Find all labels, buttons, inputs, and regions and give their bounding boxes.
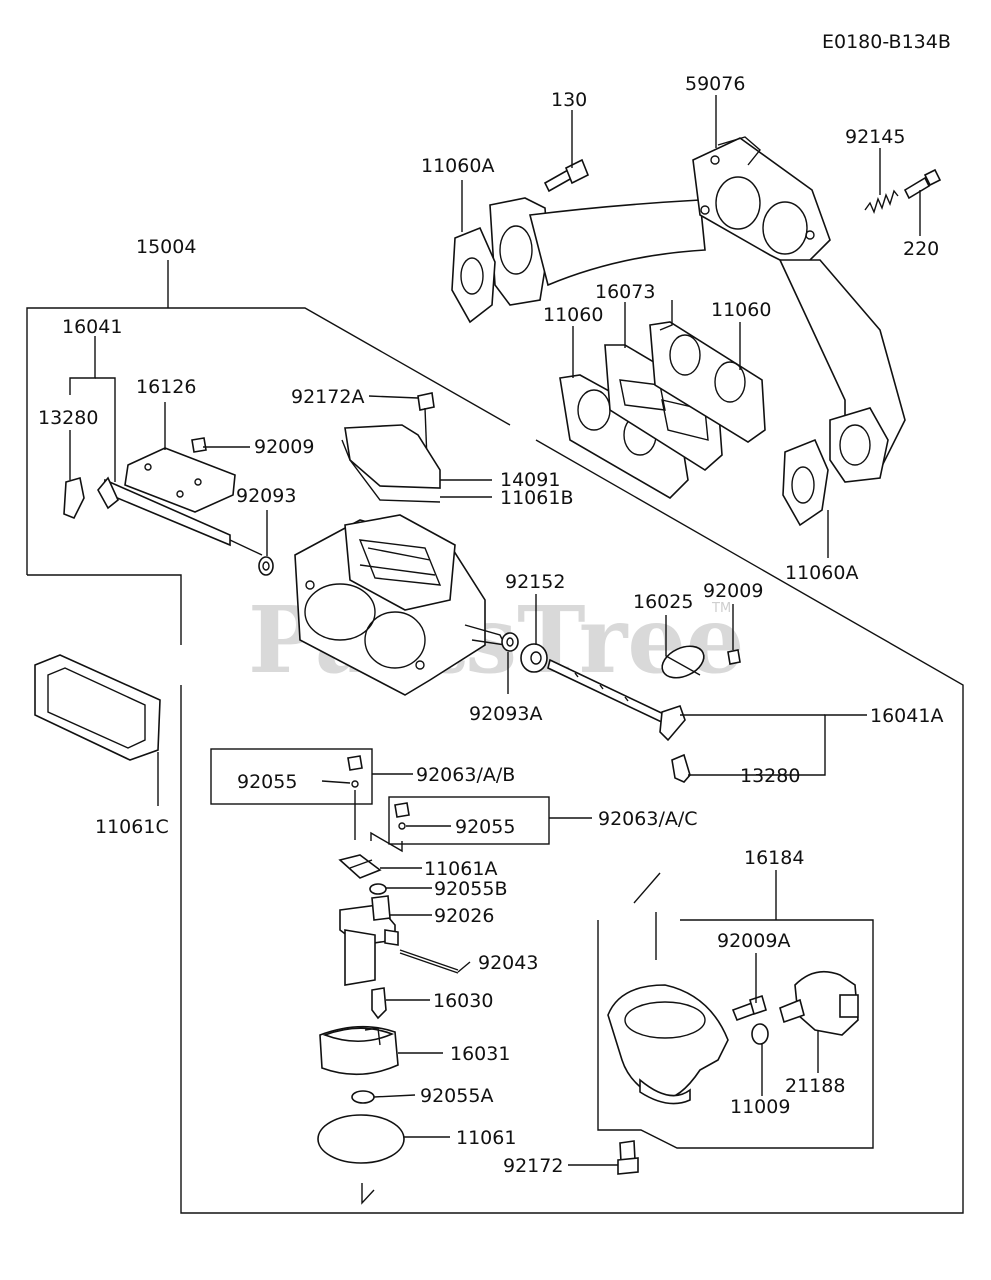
- float-16031: [319, 1025, 399, 1076]
- solenoid-21188: [779, 970, 859, 1036]
- o-ring-92055b: [369, 883, 387, 895]
- label-13280-right: 13280: [740, 765, 800, 787]
- intake-manifold: [489, 136, 906, 483]
- jet-92063-a: [347, 755, 363, 840]
- label-92093a: 92093A: [469, 703, 542, 725]
- choke-shaft-16041a: [547, 658, 686, 742]
- label-92043: 92043: [478, 952, 538, 974]
- washer-92093: [258, 556, 274, 576]
- bolt-130: [543, 158, 590, 193]
- label-16030: 16030: [433, 990, 493, 1012]
- label-15004: 15004: [136, 236, 196, 258]
- label-220: 220: [903, 238, 939, 260]
- label-11061: 11061: [456, 1127, 516, 1149]
- label-11061c: 11061C: [95, 816, 169, 838]
- label-11060a-bottom: 11060A: [785, 562, 858, 584]
- screw-220: [903, 168, 942, 200]
- label-130: 130: [551, 89, 587, 111]
- label-21188: 21188: [785, 1075, 845, 1097]
- washer-11009: [751, 1023, 769, 1045]
- label-92063-ac: 92063/A/C: [598, 808, 698, 830]
- gasket-11060-right: [649, 321, 766, 443]
- lever-13280-left: [63, 476, 85, 520]
- needle-16030: [371, 987, 387, 1020]
- label-16126: 16126: [136, 376, 196, 398]
- jet-92063-b: [394, 802, 410, 830]
- spacer-92152: [520, 643, 548, 673]
- screw-92009a: [731, 994, 767, 1022]
- label-16041: 16041: [62, 316, 122, 338]
- label-92063-ab: 92063/A/B: [416, 764, 515, 786]
- plate-14091: [341, 424, 441, 503]
- label-14091: 14091: [500, 469, 560, 491]
- label-16025: 16025: [633, 591, 693, 613]
- label-11009: 11009: [730, 1096, 790, 1118]
- label-59076: 59076: [685, 73, 745, 95]
- label-16031: 16031: [450, 1043, 510, 1065]
- gasket-11061a: [338, 854, 382, 879]
- label-92055a: 92055A: [420, 1085, 493, 1107]
- label-11060-right: 11060: [711, 299, 771, 321]
- diagram-code: E0180-B134B: [822, 31, 951, 53]
- jet-box-a: [210, 748, 373, 805]
- gasket-11060a-bottom: [782, 438, 829, 527]
- arrow-bottom: [361, 1183, 375, 1205]
- throttle-shaft-16041: [97, 476, 263, 556]
- carburetor-body: [294, 514, 507, 696]
- label-16184: 16184: [744, 847, 804, 869]
- o-ring-92055a: [351, 1090, 375, 1104]
- label-92055-a: 92055: [237, 771, 297, 793]
- choke-plate-16025: [661, 645, 705, 679]
- label-11061a: 11061A: [424, 858, 497, 880]
- label-92055b: 92055B: [434, 878, 507, 900]
- bowl-group-box: [597, 870, 874, 1149]
- jet-box-b: [388, 796, 550, 845]
- gasket-11061c: [34, 654, 161, 761]
- valve-92026: [339, 895, 399, 986]
- label-92055-b: 92055: [455, 816, 515, 838]
- label-92152: 92152: [505, 571, 565, 593]
- leader-lines: [69, 95, 921, 1166]
- watermark-trademark: TM: [711, 601, 731, 616]
- label-92009-right: 92009: [703, 580, 763, 602]
- float-bowl-16184: [607, 984, 729, 1105]
- part-labels: 15004 16041 13280 16126 92009 92093 9217…: [38, 73, 943, 1177]
- label-16041a: 16041A: [870, 705, 943, 727]
- label-92093: 92093: [236, 485, 296, 507]
- screw-92009-top: [191, 437, 207, 453]
- label-92009a: 92009A: [717, 930, 790, 952]
- assembly-boundary: [26, 260, 964, 1214]
- o-ring-11061: [317, 1114, 405, 1164]
- lever-13280-right: [671, 753, 691, 783]
- jet-leader: [370, 831, 403, 853]
- label-11060a-top: 11060A: [421, 155, 494, 177]
- label-11060-left: 11060: [543, 304, 603, 326]
- washer-92093a: [501, 632, 519, 652]
- label-92026: 92026: [434, 905, 494, 927]
- spring-92145: [864, 189, 899, 214]
- label-16073: 16073: [595, 281, 655, 303]
- label-11061b: 11061B: [500, 487, 573, 509]
- label-92172: 92172: [503, 1155, 563, 1177]
- label-13280-left: 13280: [38, 407, 98, 429]
- label-92145: 92145: [845, 126, 905, 148]
- label-92172a: 92172A: [291, 386, 364, 408]
- screw-92009-right: [727, 649, 741, 665]
- screw-92172: [617, 1140, 639, 1175]
- pin-92043: [399, 949, 459, 971]
- gasket-11060a-top: [451, 226, 496, 324]
- label-92009-top: 92009: [254, 436, 314, 458]
